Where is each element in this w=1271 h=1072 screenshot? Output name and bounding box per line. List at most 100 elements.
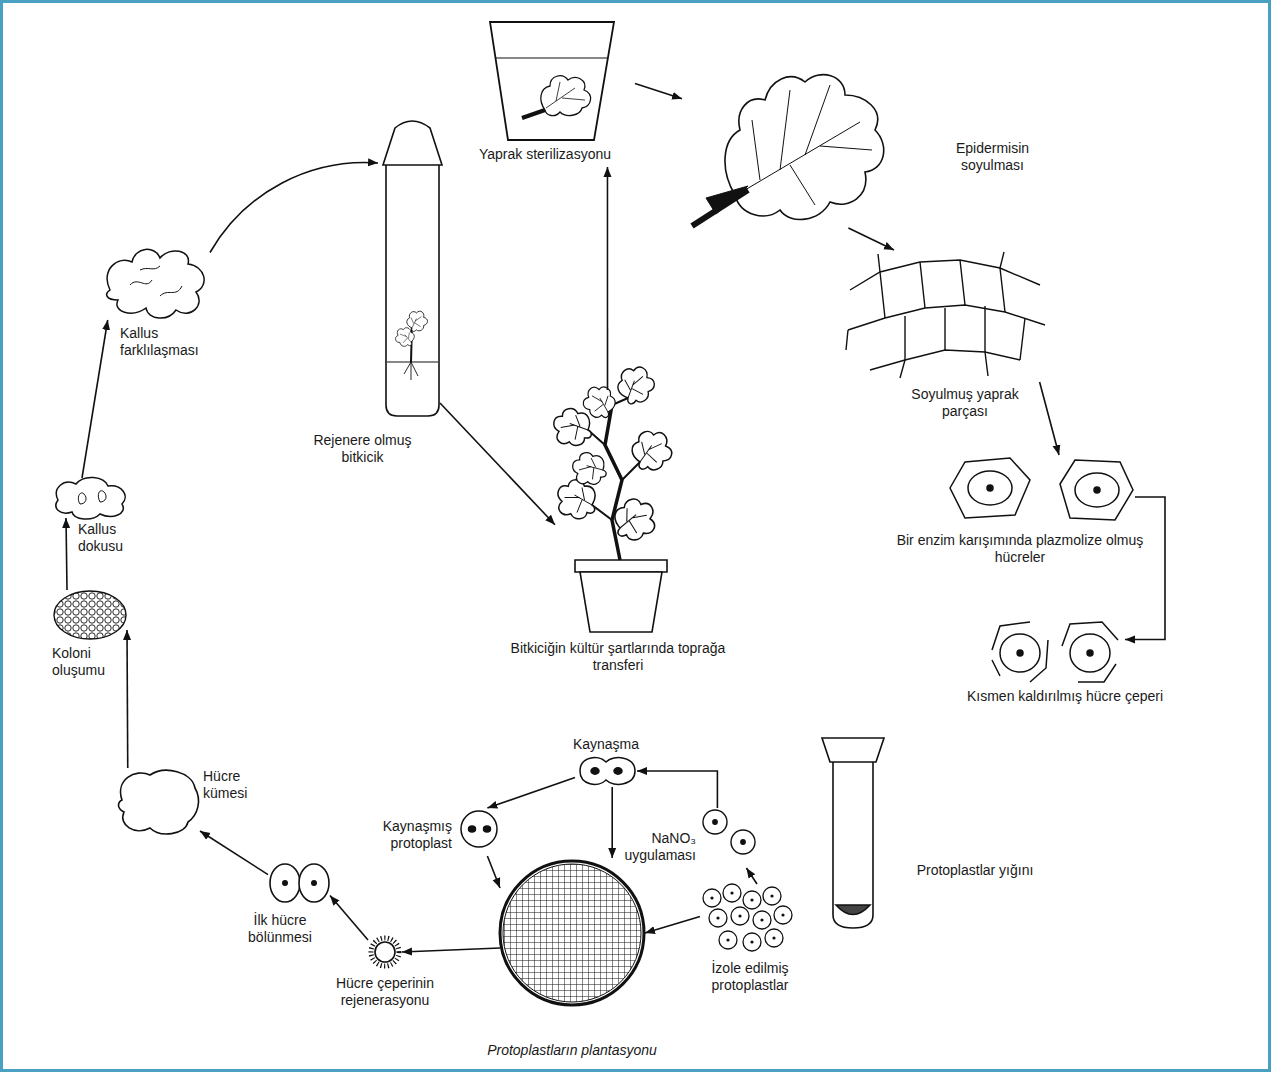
protoplast-tube-part [833, 762, 873, 928]
step-node: Kısmen kaldırılmış hücre çeperi [985, 620, 1125, 685]
partial-wall-cells-part [1062, 622, 1118, 682]
plasmolyzed-cells-part [1094, 487, 1100, 493]
plantlet-tube-part [383, 121, 442, 165]
treated-protoplasts-part [703, 810, 727, 834]
step-label: İlk hücre bölünmesi [230, 912, 330, 946]
fused-protoplast-part [484, 826, 491, 832]
isolated-protoplasts-part-part [750, 898, 753, 901]
treated-protoplasts-part [741, 840, 745, 844]
step-label: Yaprak sterilizasyonu [455, 146, 635, 163]
isolated-protoplasts-part [763, 887, 781, 905]
epidermis-cells-part [905, 306, 1025, 360]
potted-plant-part [580, 572, 662, 632]
step-node: İzole edilmiş protoplastlar [700, 884, 795, 956]
colony-part [54, 591, 126, 639]
step-label: Kısmen kaldırılmış hücre çeperi [965, 688, 1165, 705]
epidermis-cells-part [870, 350, 1020, 370]
plantlet-tube-part [393, 325, 416, 349]
treated-protoplasts-part [713, 820, 717, 824]
step-label: Kallus farklılaşması [120, 325, 230, 359]
flow-arrow [440, 403, 555, 525]
peeled-leaf [692, 75, 884, 226]
potted-plant-part [605, 405, 622, 560]
sterilization-beaker-part [522, 110, 545, 118]
step-label: Protoplastların plantasyonu [442, 1042, 702, 1059]
potted-plant-part [627, 425, 677, 476]
callus-differentiation [107, 249, 204, 318]
step-label: Epidermisin soyulması [930, 140, 1055, 174]
isolated-protoplasts-part [765, 929, 783, 947]
potted-plant-part [579, 381, 620, 423]
dividing-cell-part [299, 864, 329, 902]
partial-wall-cells-part [1070, 634, 1110, 672]
dividing-cell-part [270, 864, 300, 902]
potted-plant-part [558, 480, 595, 519]
step-node: Kallus dokusu [50, 478, 130, 518]
culture-dish-part [503, 864, 641, 1002]
step-node: Rejenere olmuş bitkicik [378, 118, 440, 418]
isolated-protoplasts-part [719, 931, 737, 949]
epidermis-cells-part [846, 252, 1004, 378]
step-node: Soyulmuş yaprak parçası [842, 250, 1050, 382]
flow-arrow [1040, 382, 1059, 455]
step-label: Hücre çeperinin rejenerasyonu [310, 975, 460, 1009]
flow-arrow [487, 777, 575, 808]
callus-tissue-part [56, 477, 125, 519]
step-node: Kaynaşmış protoplast [458, 808, 500, 856]
step-label: Bitkiciğin kültür şartlarında toprağa tr… [508, 640, 728, 674]
plantlet-tube-part [387, 361, 438, 362]
isolated-protoplasts-part-part [750, 940, 753, 943]
partial-wall-cells-part [1087, 650, 1093, 656]
epidermis-cells [846, 252, 1045, 378]
plasmolyzed-cells-part [987, 485, 993, 491]
flow-arrow [848, 228, 894, 250]
peeled-leaf-part [745, 85, 872, 205]
plantlet-tube [383, 121, 442, 416]
flow-arrow [330, 896, 368, 941]
isolated-protoplasts-part-part [760, 918, 763, 921]
isolated-protoplasts-part-part [781, 913, 784, 916]
isolated-protoplasts-part [743, 933, 761, 951]
isolated-protoplasts-part [774, 906, 792, 924]
colony [54, 591, 126, 639]
isolated-protoplasts-part [709, 909, 727, 927]
flow-arrow [645, 916, 700, 933]
step-label: Hücre kümesi [203, 768, 263, 802]
treated-protoplasts-part [731, 830, 755, 854]
potted-plant [552, 360, 677, 632]
potted-plant-part [611, 360, 660, 409]
isolated-protoplasts-part-part [772, 936, 775, 939]
isolated-protoplasts-part-part [738, 914, 741, 917]
fusing-protoplasts-part [580, 758, 635, 785]
step-label: Koloni oluşumu [52, 645, 122, 679]
step-node: Epidermisin soyulması [682, 58, 890, 228]
plasmolyzed-cells-part [950, 458, 1030, 518]
peeled-leaf-part [725, 75, 884, 220]
callus-tissue [56, 477, 125, 519]
flow-arrow [200, 831, 268, 875]
callus-differentiation-part [107, 249, 204, 318]
isolated-protoplasts-part-part [716, 916, 719, 919]
step-node: Hücre çeperinin rejenerasyonu [368, 935, 402, 969]
fused-protoplast-part [469, 826, 476, 832]
fused-protoplast-part [461, 811, 497, 847]
protoplast-tube-part [836, 905, 870, 915]
step-node: NaNO₃ uygulaması [700, 808, 758, 868]
isolated-protoplasts [703, 884, 792, 951]
isolated-protoplasts-part [723, 884, 741, 902]
culture-dish-part [500, 861, 644, 1005]
culture-dish [500, 861, 644, 1005]
partial-wall-cells-part [992, 622, 1048, 682]
partial-wall-cells-part [1000, 634, 1040, 672]
plantlet-tube-part [404, 362, 418, 380]
step-node: Kallus farklılaşması [100, 245, 210, 320]
step-label: Kaynaşma [560, 736, 652, 753]
sterilization-beaker-part [496, 57, 608, 58]
isolated-protoplasts-part-part [770, 894, 773, 897]
callus-differentiation-part [130, 266, 182, 296]
wall-regenerating-cell [371, 938, 399, 966]
plasmolyzed-cells-part [1075, 473, 1119, 507]
epidermis-cells-part [848, 305, 1045, 330]
